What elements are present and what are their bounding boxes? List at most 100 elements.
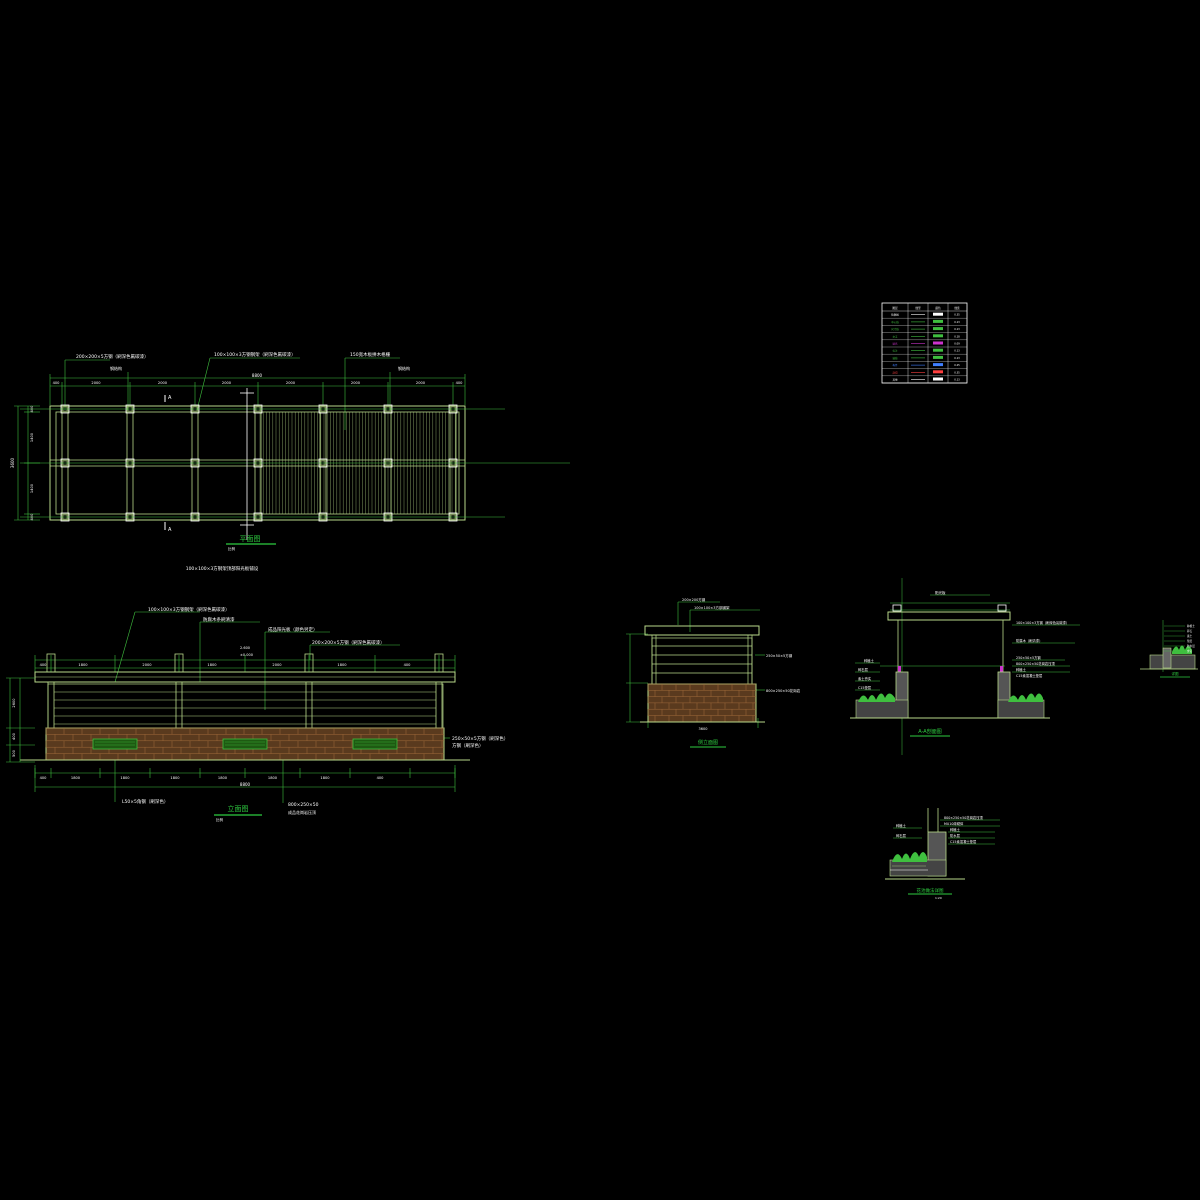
elevation-title: 立面图 xyxy=(228,804,249,813)
section-a-note-left-1: 种植土 xyxy=(864,658,875,663)
side-dim-bottom: 3600 xyxy=(699,727,708,731)
plan-title: 平面图 xyxy=(240,535,261,543)
plan-dim-left-label: 400 xyxy=(30,513,34,521)
elevation-dim-bottom-label: 1800 xyxy=(71,776,81,780)
elevation-level-mark-2: ±0.000 xyxy=(240,653,253,657)
legend-row-name: 轴线 xyxy=(892,356,898,360)
legend-row-name: 尺寸线 xyxy=(891,327,899,331)
detail-lower-scale: 1:20 xyxy=(935,896,942,900)
plan-dim-total: 8800 xyxy=(252,373,263,378)
elevation-note-1: 100×100×3方钢钢架（刷深色氟碳漆） xyxy=(148,606,230,613)
legend-row-color-swatch xyxy=(933,334,943,338)
legend-header: 线型 xyxy=(915,306,921,310)
detail-lower-note-2: MU10砖砌体 xyxy=(944,821,964,826)
side-note-4: 800×250×50花岗岩 xyxy=(766,688,801,693)
detail-lower-note-3: 种植土 xyxy=(950,827,961,832)
plan-scale-note: 比例 xyxy=(228,546,235,551)
side-title: 侧立面图 xyxy=(698,739,718,746)
legend-row-color-swatch xyxy=(933,319,943,323)
section-a-planter-left xyxy=(855,671,909,719)
plan-callout-a: A xyxy=(168,395,172,401)
plan-note-3b: 钢结构 xyxy=(398,365,410,371)
elevation-dim-left-label: 400 xyxy=(12,732,16,740)
legend-row-name: 标注 xyxy=(892,349,898,353)
legend-row-width: 0.35 xyxy=(954,370,960,374)
elevation-post-cap xyxy=(46,653,56,673)
legend-row-name: 其他 xyxy=(892,378,898,382)
legend-row-color-swatch xyxy=(933,377,943,381)
plan-break-line xyxy=(240,388,254,540)
legend-header: 线宽 xyxy=(954,306,960,310)
section-a-note-4: 800×250×50花岗岩压顶 xyxy=(1016,661,1055,666)
elevation-dim-bottom-label: 1800 xyxy=(218,776,228,780)
detail-small-title: 详图 xyxy=(1172,671,1180,676)
legend-row-width: 0.13 xyxy=(954,356,960,360)
section-a-roof-posts xyxy=(892,604,1007,612)
plan-dimension-lines xyxy=(14,374,466,521)
section-a: 阳光板 xyxy=(850,578,1080,755)
elevation-dim-bottom-label: 1800 xyxy=(120,776,130,780)
elevation-dim-bottom-label: 1800 xyxy=(170,776,180,780)
plan-note-2: 100×100×3方钢钢架（刷深色氟碳漆） xyxy=(214,351,296,358)
detail-lower-leaders xyxy=(893,819,1000,845)
plan-callout-a-bottom: A xyxy=(168,527,172,533)
legend-row-name: 文字 xyxy=(892,334,898,338)
section-a-note-5: 种植土 xyxy=(1016,667,1027,672)
elevation-dim-left-label: 500 xyxy=(12,749,16,757)
section-a-right-leaders xyxy=(1012,624,1080,673)
legend-row-color-swatch xyxy=(933,312,943,316)
elevation-note-2: 防腐木条刷清漆 xyxy=(203,616,235,623)
detail-lower-body xyxy=(889,831,947,877)
plan-axis-lines xyxy=(20,408,570,518)
legend-header: 颜色 xyxy=(935,306,941,310)
section-a-note-left-4: C15垫层 xyxy=(858,685,872,690)
side-elevation: 200×200方钢 100×100×3方钢钢架 250×50×5方钢 800×2… xyxy=(626,597,801,748)
elevation-dim-top-label: 400 xyxy=(40,663,48,667)
plan-note-1: 200×200×5方钢（刷深色氟碳漆） xyxy=(76,353,149,360)
elevation-dim-bottom-total: 8800 xyxy=(240,782,251,787)
section-a-note-left-3: 素土夯实 xyxy=(858,676,872,681)
legend-row-width: 0.13 xyxy=(954,320,960,324)
elevation-post-cap xyxy=(304,653,314,673)
legend-row-color-swatch xyxy=(933,370,943,374)
elevation-scale-note: 比例 xyxy=(216,817,223,822)
elevation-note-8b: 方钢（刷深色） xyxy=(452,742,484,749)
plan-note-3: 150宽木板拼木格栅 xyxy=(350,351,391,358)
legend-table-grid xyxy=(907,303,949,383)
elevation-dim-top-label: 1800 xyxy=(207,663,217,667)
section-a-magenta-marks xyxy=(898,666,1003,672)
elevation-dim-bottom-label: 400 xyxy=(40,776,48,780)
plan-dim-top-label: 2000 xyxy=(158,381,168,385)
detail-lower-note-5: C15素混凝土垫层 xyxy=(950,839,977,844)
detail-small-note: 夯实 xyxy=(1187,649,1193,653)
legend-row-color-swatch xyxy=(933,363,943,367)
elevation-dim-top-label: 1800 xyxy=(78,663,88,667)
detail-lower-title: 花池做法详图 xyxy=(917,887,944,894)
legend-row-name: 轮廓线 xyxy=(891,313,899,317)
legend-row-name: 填充 xyxy=(892,342,898,346)
legend-row-color-swatch xyxy=(933,341,943,345)
legend-row-name: 剖切 xyxy=(892,370,898,374)
section-a-note-1: 100×100×3方钢（刷深色氟碳漆） xyxy=(1016,620,1069,625)
elevation-dim-top-label: 2000 xyxy=(272,663,282,667)
elevation-note-6b: 成品花岗岩压顶 xyxy=(288,809,316,815)
section-a-note-2: 防腐木（刷清漆） xyxy=(1016,638,1042,643)
side-note-1: 200×200方钢 xyxy=(682,597,706,602)
section-a-planter-right xyxy=(997,671,1045,719)
plan-dim-top-label: 2000 xyxy=(222,381,232,385)
side-note-2: 100×100×3方钢钢架 xyxy=(694,605,730,610)
detail-lower-note-4: 防水层 xyxy=(950,833,961,838)
legend-row-color-swatch xyxy=(933,355,943,359)
plan-dim-top-label: 2000 xyxy=(286,381,296,385)
detail-small-note: 种植土 xyxy=(1187,624,1195,628)
elevation-note-4: 200×200×5方钢（刷深色氟碳漆） xyxy=(312,639,385,646)
detail-small-note: 防水层 xyxy=(1187,644,1195,648)
section-a-left-leaders xyxy=(855,662,880,691)
